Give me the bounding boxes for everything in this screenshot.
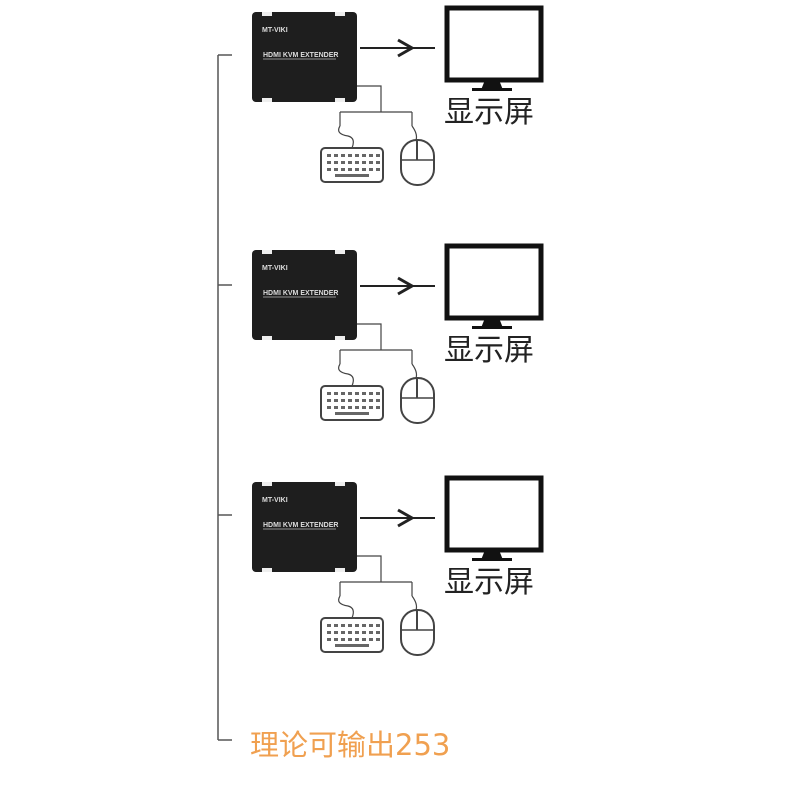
kvm-extender-device: MT-VIKI HDMI KVM EXTENDER: [252, 12, 357, 102]
mouse-icon: [400, 377, 435, 424]
keyboard-icon: [320, 617, 384, 653]
mouse-icon: [400, 609, 435, 656]
peripheral-cables: [338, 555, 418, 619]
keyboard-icon: [320, 385, 384, 421]
device-model: HDMI KVM EXTENDER: [263, 52, 338, 59]
output-capacity-note: 理论可输出253: [250, 728, 451, 762]
device-model: HDMI KVM EXTENDER: [263, 522, 338, 529]
receiver-group: MT-VIKI HDMI KVM EXTENDER 显示屏: [252, 475, 544, 656]
display-label: 显示屏: [444, 95, 534, 130]
arrow-icon: [360, 38, 435, 58]
peripheral-cables: [338, 323, 418, 387]
monitor-icon: [444, 243, 544, 329]
kvm-extender-device: MT-VIKI HDMI KVM EXTENDER: [252, 482, 357, 572]
monitor-icon: [444, 475, 544, 561]
arrow-icon: [360, 508, 435, 528]
keyboard-icon: [320, 147, 384, 183]
display-label: 显示屏: [444, 333, 534, 368]
arrow-icon: [360, 276, 435, 296]
receiver-group: MT-VIKI HDMI KVM EXTENDER 显示屏: [252, 5, 544, 186]
device-brand: MT-VIKI: [262, 497, 288, 504]
monitor-icon: [444, 5, 544, 91]
trunk-line: [217, 54, 232, 741]
kvm-extender-device: MT-VIKI HDMI KVM EXTENDER: [252, 250, 357, 340]
device-model: HDMI KVM EXTENDER: [263, 290, 338, 297]
device-brand: MT-VIKI: [262, 265, 288, 272]
mouse-icon: [400, 139, 435, 186]
peripheral-cables: [338, 85, 418, 149]
device-brand: MT-VIKI: [262, 27, 288, 34]
display-label: 显示屏: [444, 565, 534, 600]
receiver-group: MT-VIKI HDMI KVM EXTENDER 显示屏: [252, 243, 544, 424]
